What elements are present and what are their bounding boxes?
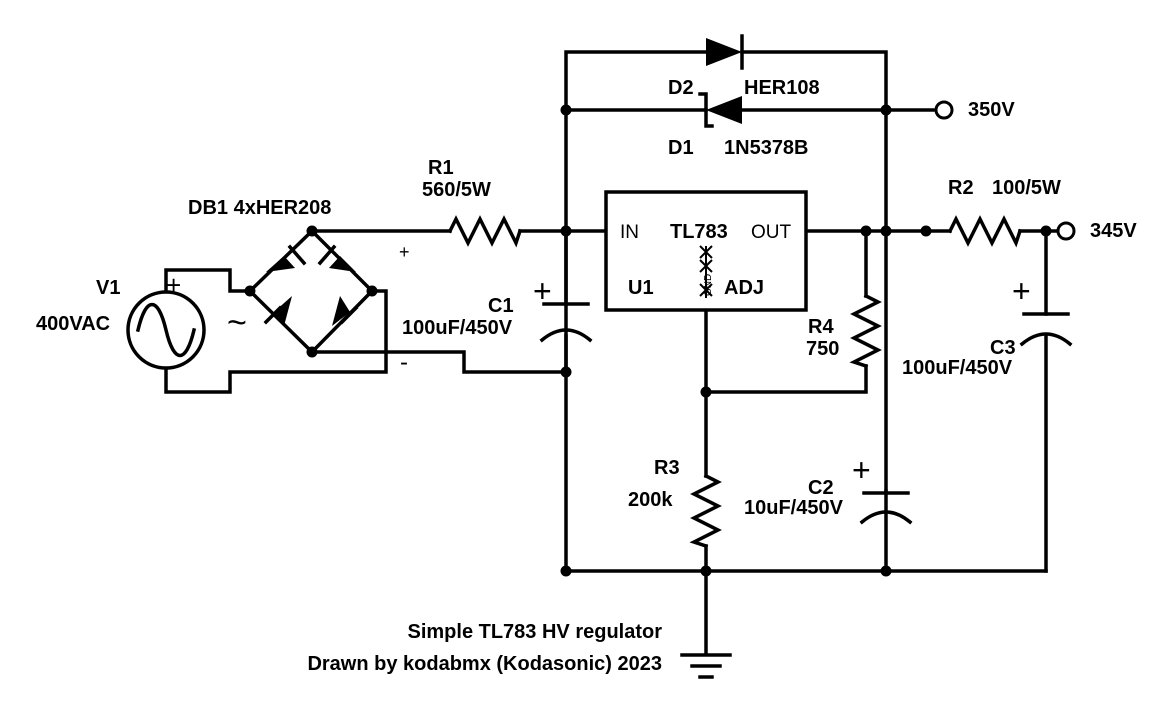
u1-ref: U1 [628, 277, 654, 299]
d2-value: HER108 [744, 77, 820, 99]
caption-credit: Drawn by kodabmx (Kodasonic) 2023 [307, 653, 662, 675]
c1-value: 100uF/450V [402, 317, 513, 339]
u1-pin-out: OUT [751, 222, 792, 243]
v1-value: 400VAC [36, 313, 110, 335]
regulator-u1 [604, 190, 808, 312]
terminal-345v-label: 345V [1090, 220, 1137, 242]
c1-plus: + [533, 273, 552, 309]
capacitor-c1 [539, 302, 593, 343]
resistor-r1 [447, 215, 523, 248]
r3-value: 200k [628, 489, 673, 511]
c3-value: 100uF/450V [902, 357, 1013, 379]
capacitor-c3 [1019, 312, 1073, 347]
ac-source-v1 [126, 290, 206, 370]
u1-pin-adj: ADJ [724, 277, 764, 299]
ground-symbol [680, 653, 732, 679]
c3-ref: C3 [990, 337, 1016, 359]
d1-value: 1N5378B [724, 137, 809, 159]
db1-ac: ~ [227, 304, 247, 342]
u1-pin-gnd: GND [703, 274, 714, 296]
c2-value: 10uF/450V [744, 497, 844, 519]
bridge-rectifier-db1 [247, 228, 375, 355]
db1-minus: - [400, 349, 408, 376]
terminal-350v [934, 100, 954, 120]
resistor-r3 [689, 473, 722, 549]
u1-part: TL783 [670, 221, 728, 243]
v1-plus: + [166, 270, 181, 300]
c3-plus: + [1012, 273, 1031, 309]
caption-title: Simple TL783 HV regulator [407, 621, 662, 643]
resistor-r2 [947, 215, 1023, 248]
u1-pin-in: IN [620, 222, 639, 243]
wires [164, 50, 1058, 654]
r4-value: 750 [806, 338, 839, 360]
c2-ref: C2 [808, 477, 834, 499]
terminal-345v [1056, 221, 1076, 241]
resistor-r4 [849, 293, 882, 369]
r4-ref: R4 [808, 316, 834, 338]
r2-ref: R2 [948, 177, 974, 199]
v1-ref: V1 [96, 277, 120, 299]
zener-d1 [698, 92, 742, 128]
r3-ref: R3 [654, 457, 680, 479]
db1-plus: + [399, 242, 410, 262]
d1-ref: D1 [668, 137, 694, 159]
db1-label: DB1 4xHER208 [188, 197, 331, 219]
capacitor-c2 [859, 491, 913, 525]
c1-ref: C1 [488, 295, 514, 317]
r1-value: 560/5W [422, 179, 491, 201]
diode-d2 [706, 34, 744, 70]
r2-value: 100/5W [992, 177, 1061, 199]
d2-ref: D2 [668, 77, 694, 99]
terminal-350v-label: 350V [968, 99, 1015, 121]
c2-plus: + [852, 452, 871, 488]
r1-ref: R1 [428, 157, 454, 179]
